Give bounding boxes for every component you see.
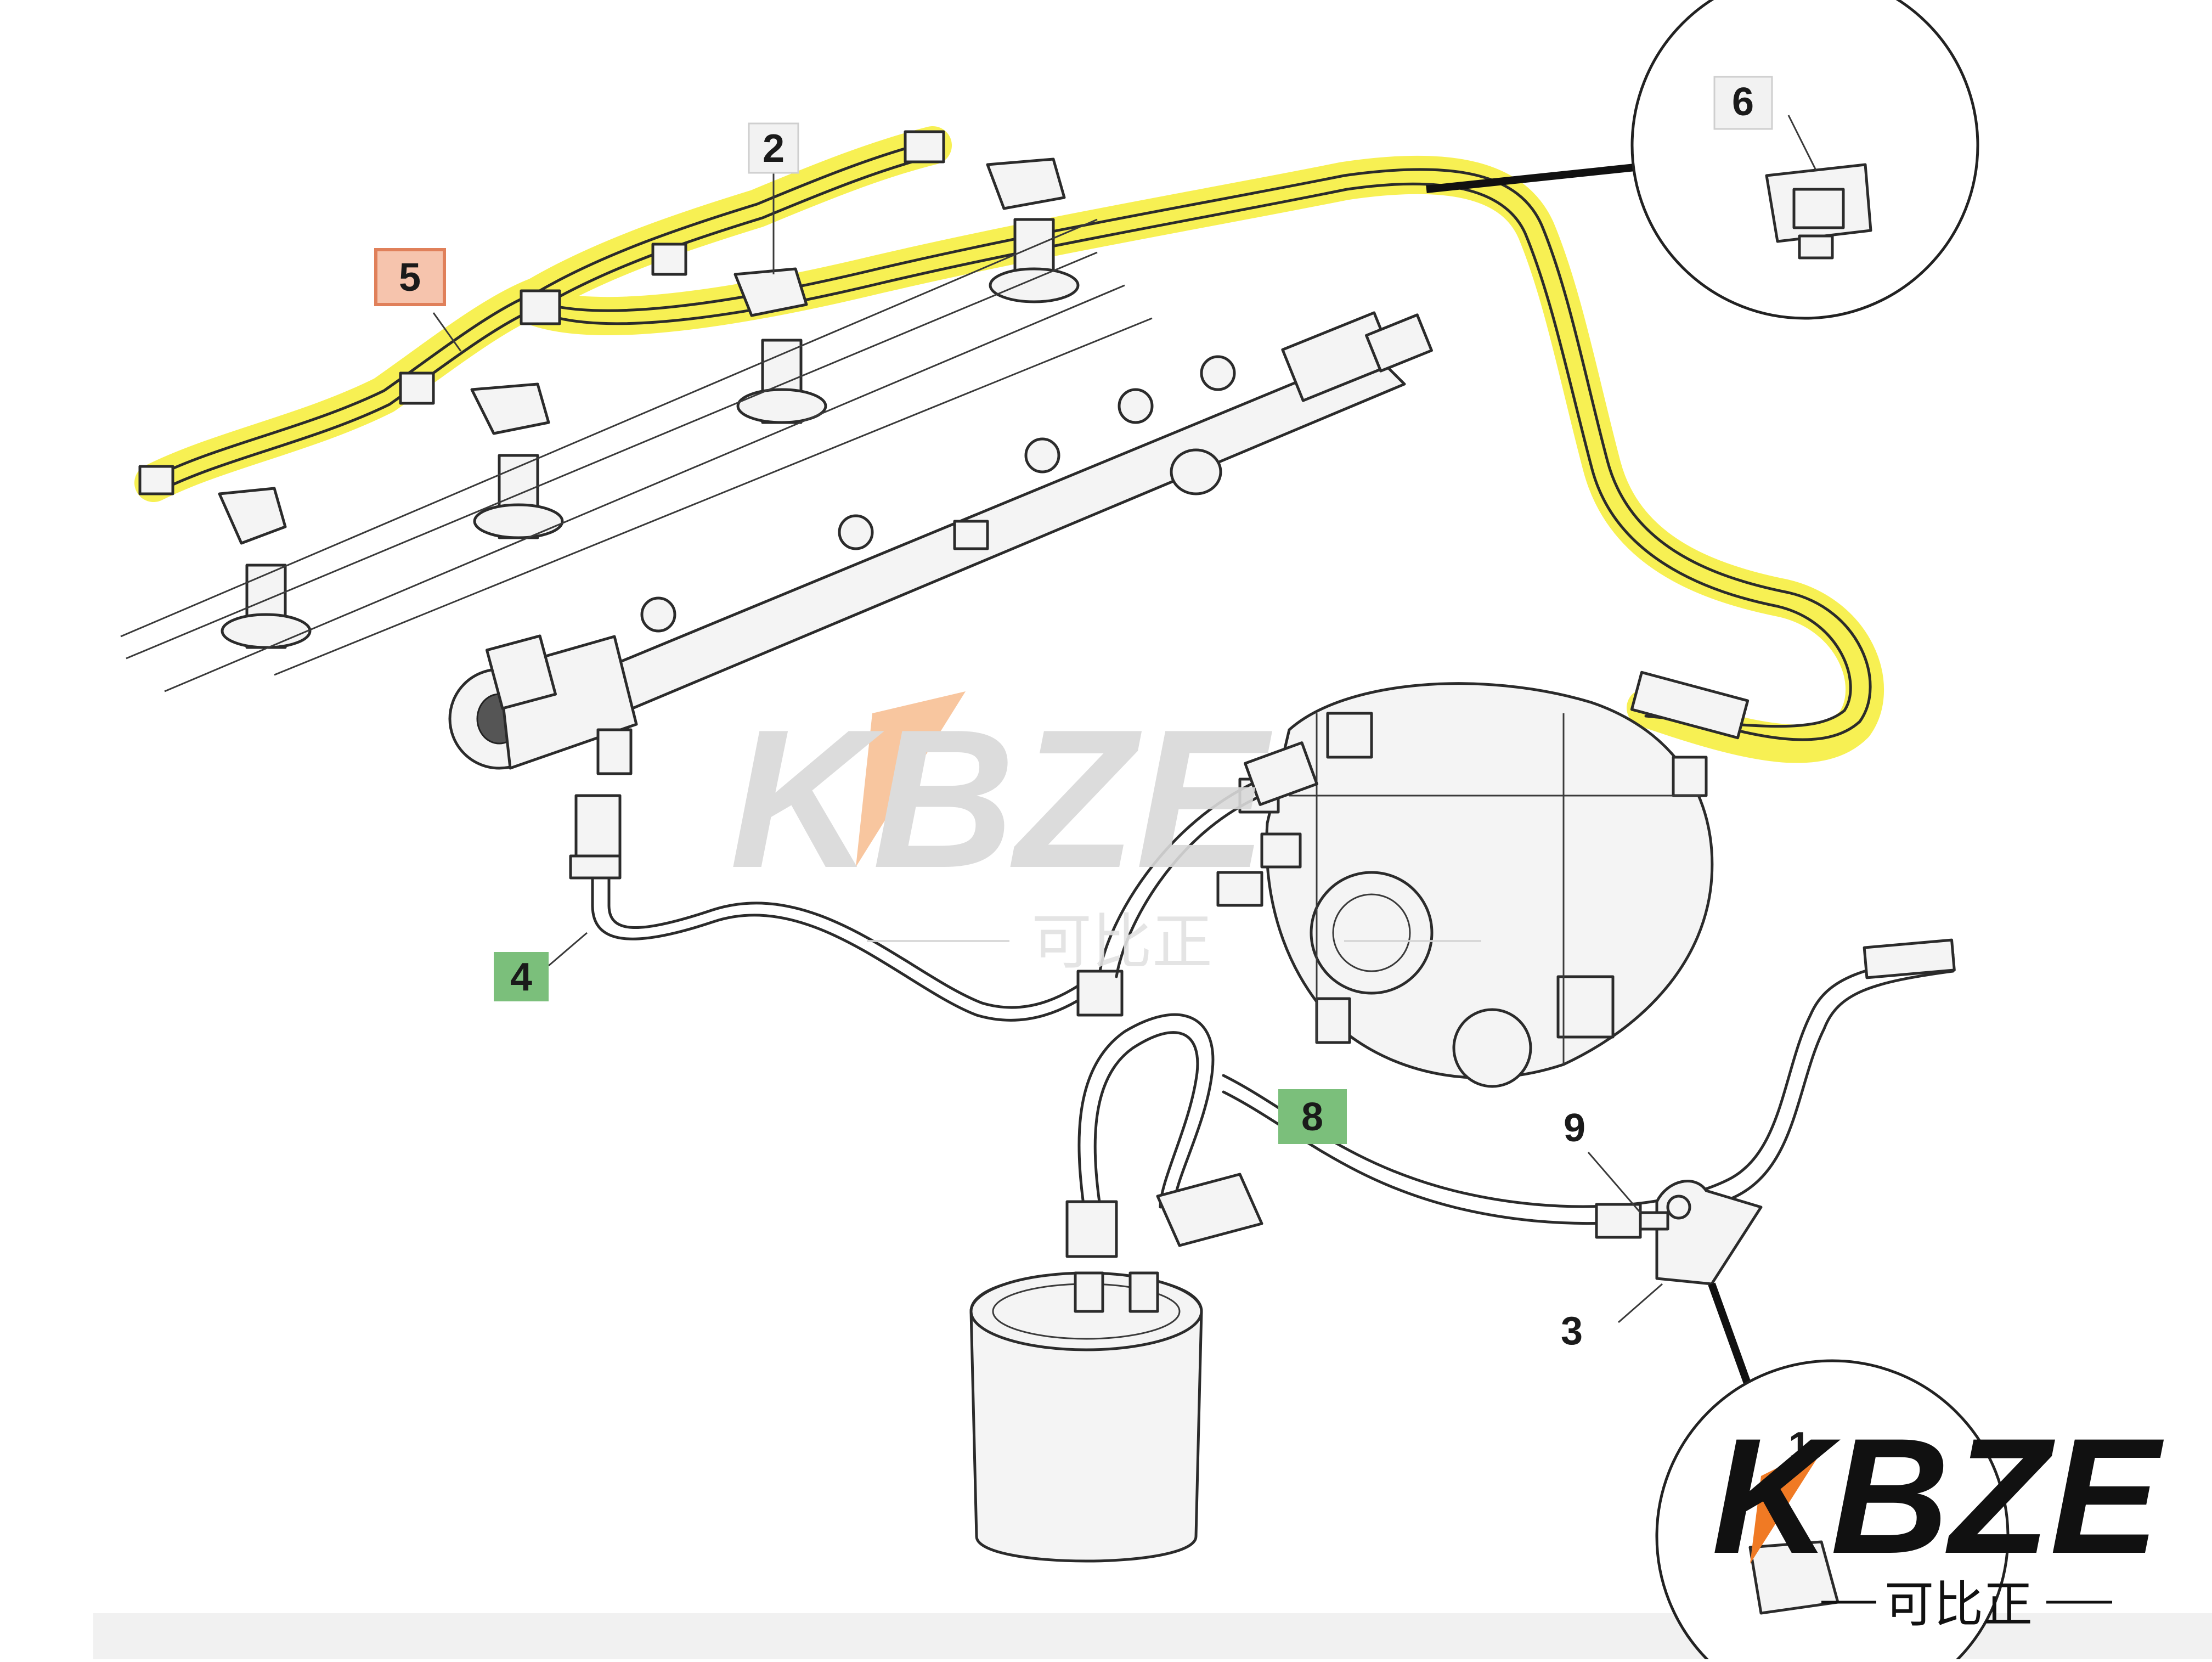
callout-label-3: 3 xyxy=(1561,1309,1583,1353)
corner-logo-subtitle: 可比正 xyxy=(1884,1576,2033,1633)
callout-3: 3 xyxy=(1561,1309,1583,1353)
callout-label-4: 4 xyxy=(510,955,532,999)
corner-logo: KBZE 可比正 xyxy=(1712,1404,2165,1633)
fuel-line-4 xyxy=(569,794,1099,1022)
line-connector xyxy=(520,289,561,325)
detail-view-clip-1 xyxy=(1655,1282,2010,1662)
bracket-assembly xyxy=(1595,1180,1763,1286)
filter-fitting xyxy=(1065,1200,1118,1258)
callout-label-2: 2 xyxy=(763,127,785,171)
clip-2 xyxy=(470,382,550,435)
injector-clips xyxy=(218,157,1066,545)
detail-view-clip xyxy=(1426,0,1979,320)
fuel-line-8 xyxy=(1076,741,1956,1247)
high-pressure-pump xyxy=(1216,682,1714,1088)
line-connector xyxy=(138,465,174,495)
line-connector xyxy=(399,371,435,405)
corner-logo-text: KBZE xyxy=(1712,1404,2165,1588)
clip-2 xyxy=(733,267,808,317)
return-line-end-sleeve xyxy=(1630,671,1750,740)
callout-label-6: 6 xyxy=(1732,80,1754,124)
line-connector xyxy=(651,243,687,276)
line-clamp xyxy=(1076,970,1124,1017)
common-rail xyxy=(448,311,1433,775)
watermark-subtitle: 可比正 xyxy=(1031,907,1212,977)
watermark-accent-mark xyxy=(856,691,966,867)
line-connector xyxy=(1244,741,1318,806)
callout-4: 4 xyxy=(494,952,549,1001)
callout-label-8: 8 xyxy=(1301,1095,1323,1139)
injectors xyxy=(221,218,1080,649)
clip-2 xyxy=(986,157,1066,210)
line-connector xyxy=(904,130,945,164)
line-connector xyxy=(1156,1173,1263,1247)
pressure-sensor xyxy=(485,634,557,710)
fuel-return-line xyxy=(138,130,1872,741)
callout-2: 2 xyxy=(748,122,799,174)
fuel-filter xyxy=(969,1200,1203,1563)
callout-5: 5 xyxy=(374,248,446,306)
callout-6: 6 xyxy=(1713,76,1773,130)
callout-9: 9 xyxy=(1564,1106,1585,1150)
clip-2 xyxy=(218,487,287,545)
callout-8: 8 xyxy=(1278,1089,1347,1144)
corner-logo-accent-mark xyxy=(1750,1443,1827,1564)
bolt xyxy=(1595,1203,1642,1239)
center-watermark: KBZE 可比正 xyxy=(730,689,1481,977)
watermark-logo: KBZE xyxy=(730,689,1274,909)
callout-label-9: 9 xyxy=(1564,1106,1585,1150)
callout-label-5: 5 xyxy=(399,256,421,300)
return-line-highlight xyxy=(134,126,1884,763)
leader-lines xyxy=(432,115,1817,1323)
cylinder-head-outline xyxy=(120,218,1153,692)
line-fitting xyxy=(574,794,622,863)
